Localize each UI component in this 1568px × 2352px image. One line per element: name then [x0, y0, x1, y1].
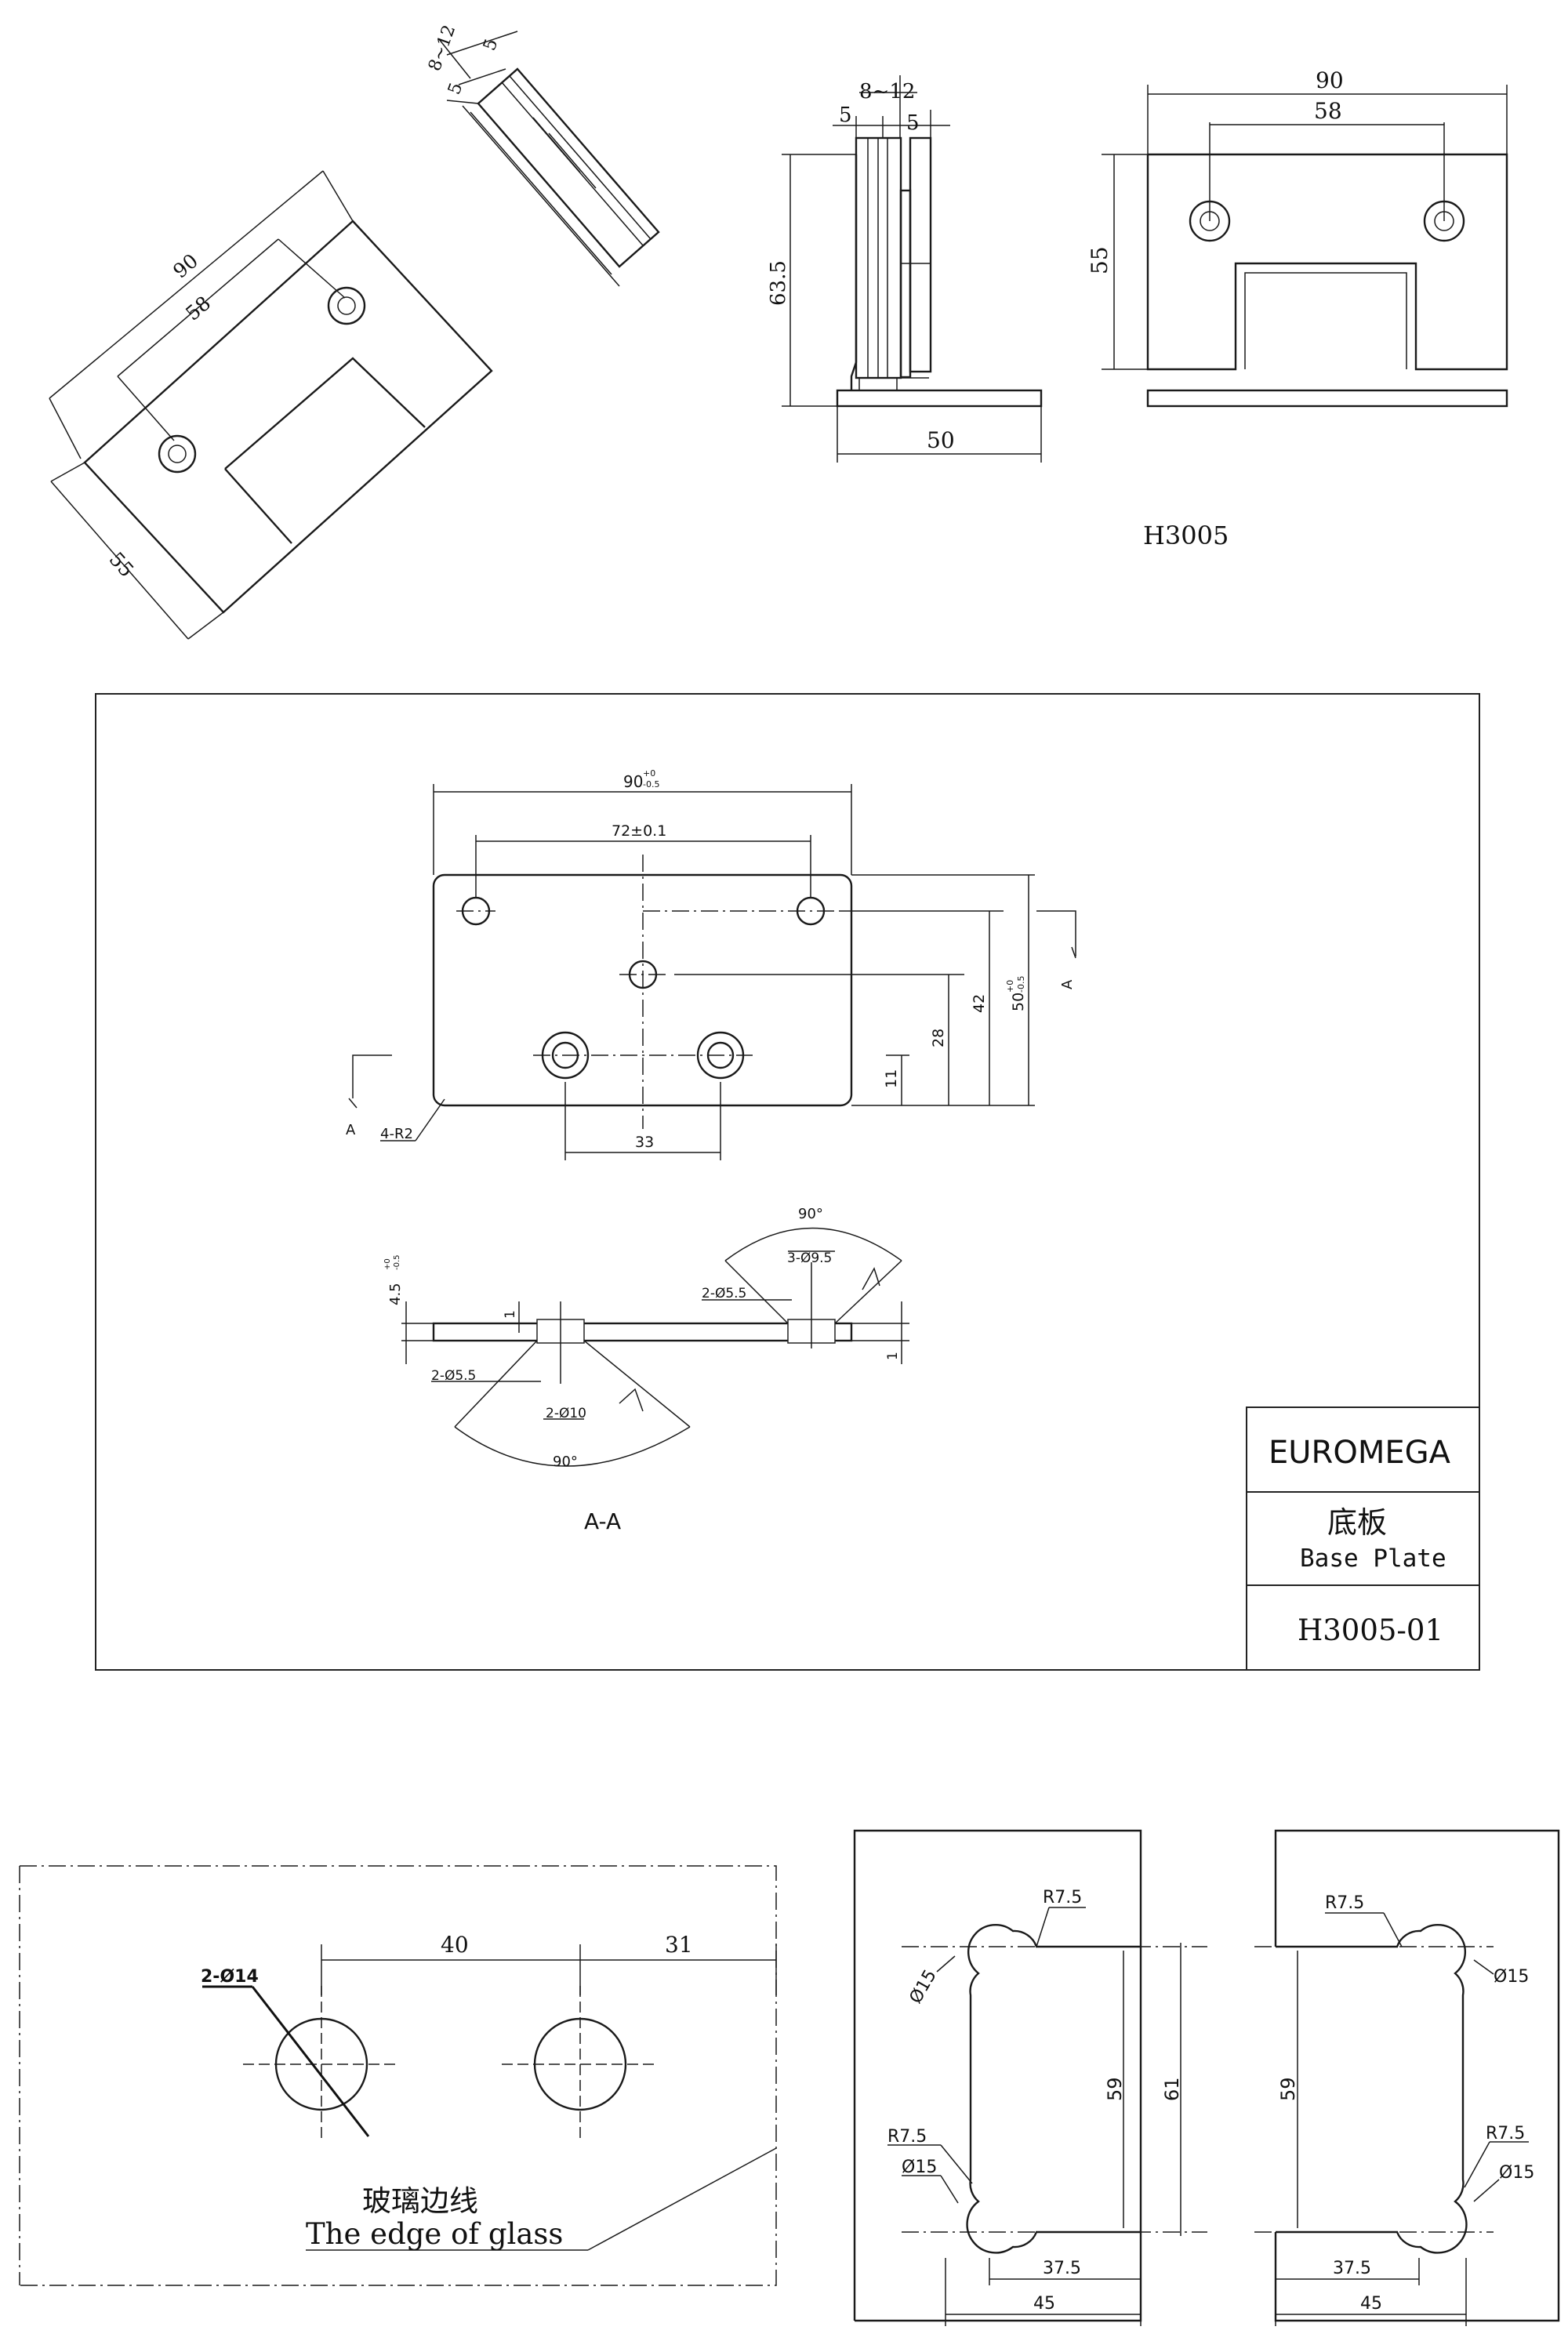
front-dim-height: 55	[1087, 246, 1112, 274]
side-dim-right: 5	[906, 111, 920, 135]
notch-left-r-top: R7.5	[1043, 1888, 1082, 1907]
glass-dim-31: 31	[665, 1932, 693, 1958]
iso-hinge-view: 90 58 55	[49, 170, 493, 640]
notch-left-w45: 45	[1033, 2294, 1055, 2314]
plate-dim-height-tol-lo: -0.5	[1016, 976, 1026, 993]
plate-dim-height: 50	[1010, 993, 1027, 1011]
notch-right-d-bot: Ø15	[1499, 2163, 1534, 2183]
notch-right-d-top: Ø15	[1494, 1967, 1529, 1987]
section-cs-bottom: 2-Ø5.5	[431, 1368, 476, 1384]
notch-right-w45: 45	[1360, 2294, 1382, 2314]
front-dim-holes: 58	[1314, 98, 1342, 124]
notch-left-d-top: Ø15	[906, 1966, 941, 2007]
model-label: H3005	[1143, 521, 1229, 550]
section-angle-bottom: 90°	[553, 1454, 578, 1470]
notch-left-r-bot: R7.5	[887, 2127, 927, 2147]
notch-left-h59: 59	[1104, 2077, 1126, 2101]
side-dim-left: 5	[839, 103, 852, 127]
section-cut-a-right: A	[1059, 979, 1076, 989]
glass-edge-en: The edge of glass	[306, 2217, 563, 2251]
notch-left-view: 59 61 R7.5 Ø15 R7.5 Ø15 37.5 45	[853, 1829, 1207, 2326]
section-dim-t1-left: 1	[503, 1310, 518, 1319]
glass-edge-cn: 玻璃边线	[362, 2184, 478, 2218]
base-plate-plan: A A 90 +0 -0.5 72±0.1 11 28	[346, 768, 1076, 1160]
iso-dim-holes: 58	[181, 292, 215, 325]
side-dim-glass: 8~12	[859, 80, 915, 103]
iso-dim-overall: 90	[169, 249, 202, 283]
side-dim-base: 50	[927, 427, 955, 453]
plate-dim-h28: 28	[930, 1029, 947, 1047]
section-cut-a-left: A	[346, 1122, 356, 1138]
section-cs-d10: 2-Ø10	[546, 1406, 586, 1421]
title-block: EUROMEGA 底板 Base Plate H3005-01	[1246, 1406, 1480, 1671]
front-ortho-view: 90 58 55	[1087, 67, 1508, 408]
section-label: A-A	[584, 1508, 621, 1534]
plate-dim-width-tol-lo: -0.5	[643, 779, 659, 789]
notch-right-h59: 59	[1277, 2077, 1299, 2101]
section-cs-top: 2-Ø5.5	[702, 1286, 746, 1301]
notch-left-w37: 37.5	[1043, 2259, 1081, 2278]
glass-dim-40: 40	[441, 1932, 469, 1958]
title-part-no: H3005-01	[1298, 1613, 1443, 1647]
section-hole-3: 3-Ø9.5	[787, 1250, 832, 1266]
glass-holes-note: 2-Ø14	[201, 1967, 259, 1987]
notch-right-r-top: R7.5	[1325, 1893, 1364, 1913]
side-iso-dim-a: 5	[480, 36, 502, 53]
base-plate-sheet: A A 90 +0 -0.5 72±0.1 11 28	[95, 693, 1480, 1671]
section-dim-thk-tol-hi: +0	[383, 1258, 392, 1270]
plate-dim-height-tol-hi: +0	[1005, 980, 1015, 993]
base-plate-section: 4.5 +0 -0.5 1 1 90° 3-Ø9.5 2-Ø5.5 90°	[383, 1206, 909, 1534]
notch-right-view: 59 R7.5 Ø15 R7.5 Ø15 37.5 45	[1254, 1829, 1560, 2326]
title-name-cn: 底板	[1327, 1505, 1387, 1540]
side-dim-height: 63.5	[767, 260, 790, 306]
notch-right-w37: 37.5	[1333, 2259, 1371, 2278]
plate-dim-width: 90	[623, 772, 643, 791]
notch-right-r-bot: R7.5	[1486, 2124, 1525, 2143]
notch-left-h61: 61	[1161, 2077, 1183, 2101]
section-dim-thk: 4.5	[387, 1283, 404, 1305]
section-dim-t1-right: 1	[885, 1352, 901, 1360]
plate-dim-h11: 11	[883, 1069, 900, 1088]
plate-dim-cs-span: 33	[635, 1134, 654, 1151]
front-dim-overall: 90	[1316, 67, 1344, 93]
plate-dim-hole-span: 72±0.1	[612, 822, 666, 840]
glass-cutout-view: 40 31 2-Ø14 玻璃边线 The edge of glass	[19, 1865, 777, 2286]
title-company: EUROMEGA	[1269, 1435, 1451, 1471]
side-iso-glass: 8~12	[425, 23, 459, 74]
notch-left-d-bot: Ø15	[902, 2158, 937, 2177]
section-dim-thk-tol-lo: -0.5	[393, 1254, 401, 1270]
plate-dim-h42: 42	[971, 994, 988, 1013]
section-angle-top: 90°	[798, 1206, 823, 1222]
title-name-en: Base Plate	[1300, 1544, 1446, 1573]
side-ortho-view: 8~12 5 5 63.5 50	[767, 75, 1043, 463]
plate-dim-width-tol-hi: +0	[643, 768, 655, 779]
plate-corner-note: 4-R2	[380, 1126, 413, 1142]
iso-side-view: 8~12 5 5	[425, 23, 660, 287]
